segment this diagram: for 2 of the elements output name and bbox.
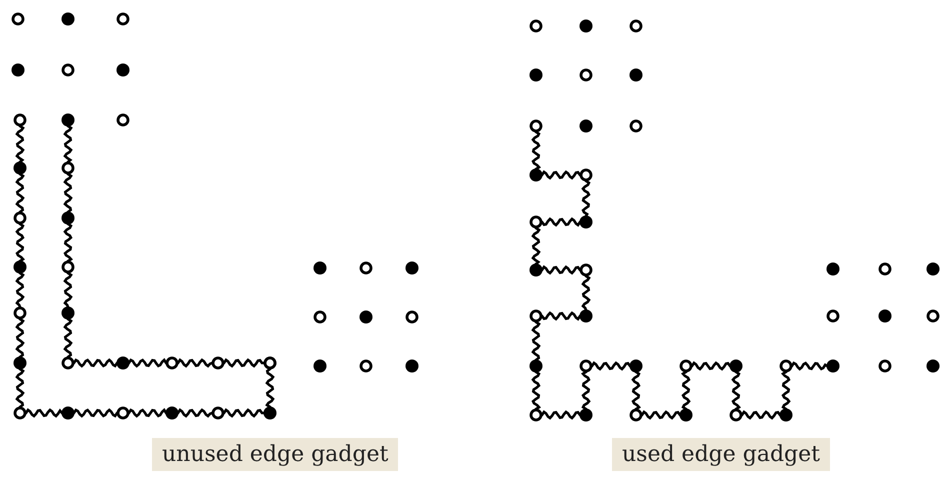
caption-label: used edge gadget (612, 438, 830, 471)
caption-label: unused edge gadget (152, 438, 398, 471)
